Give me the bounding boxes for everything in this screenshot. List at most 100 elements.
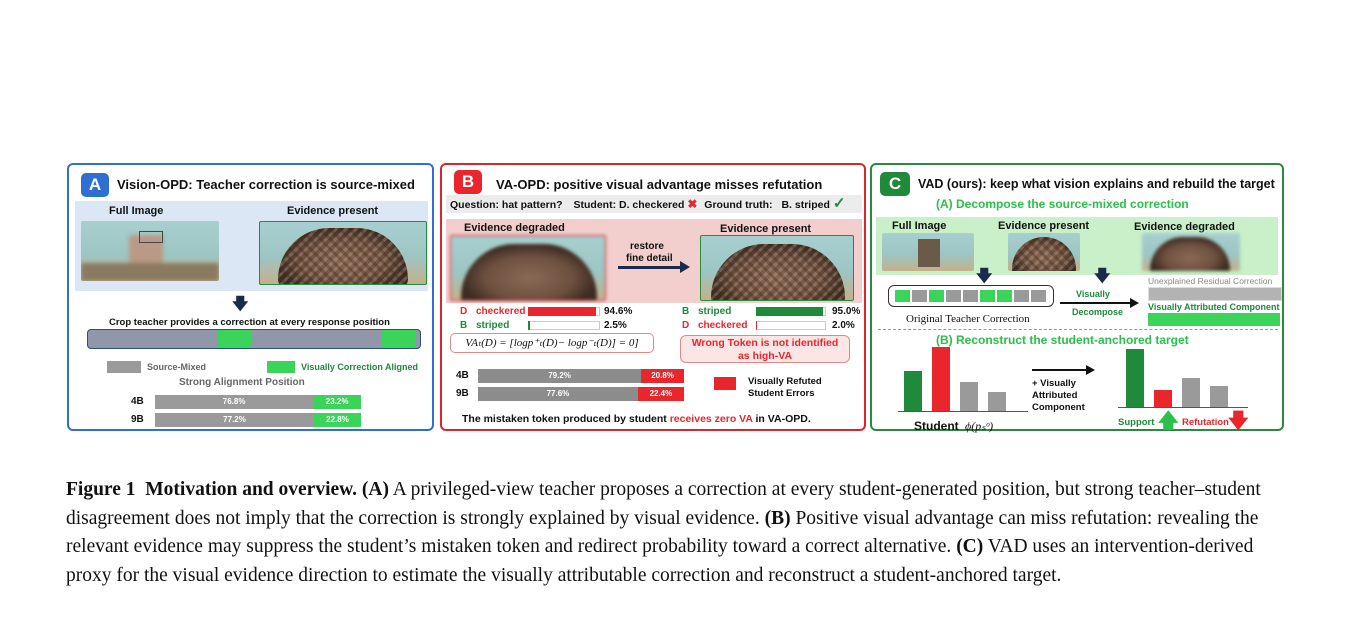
evidence-degraded-photo-c: [1142, 233, 1240, 271]
panel-b-badge: B: [454, 170, 482, 194]
panel-c-title: VAD (ours): keep what vision explains an…: [918, 177, 1275, 191]
row-label: 4B: [131, 396, 144, 407]
evidence-present-label-c: Evidence present: [998, 220, 1090, 232]
wrong-token-line1: Wrong Token is not identified: [691, 337, 839, 349]
bar-value: 2.0%: [832, 320, 855, 331]
refuted-legend-line1: Visually Refuted: [748, 376, 822, 387]
row-bar-red: 22.4%: [637, 387, 684, 401]
present-photo: [700, 235, 854, 301]
bar-value: 95.0%: [832, 306, 861, 317]
legend-aligned-swatch: [267, 361, 295, 373]
teacher-cell: [946, 290, 961, 302]
va-formula-text: VAₜ(D) = [logp⁺ₜ(D)− logp⁻ₜ(D)] = 0]: [465, 337, 639, 349]
bar-word: checkered: [476, 306, 526, 317]
question-row: Question: hat pattern? Student: D. check…: [446, 195, 862, 213]
row-bar-gray: 77.2%: [155, 413, 315, 427]
target-chart-bar: [1182, 378, 1200, 407]
full-image-label: Full Image: [109, 205, 164, 217]
figure-caption: Figure 1 Motivation and overview. (A) A …: [66, 476, 1296, 590]
bar-letter: B: [682, 306, 690, 317]
support-arrow-icon: 🡅: [1158, 410, 1179, 432]
bar-value: 94.6%: [604, 306, 633, 317]
caption-b-text: Positive visual advantage can miss refut…: [66, 507, 1259, 558]
degraded-photo: [450, 235, 606, 301]
va-formula: VAₜ(D) = [logp⁺ₜ(D)− logp⁻ₜ(D)] = 0]: [450, 333, 654, 353]
row-bar-green: 22.8%: [314, 413, 361, 427]
student-chart-bar: [960, 382, 978, 411]
down-arrow-icon-c2: 🡇: [1094, 268, 1111, 285]
panel-c-badge: C: [880, 172, 910, 196]
legend-source-mixed-label: Source-Mixed: [147, 362, 207, 372]
fine-detail-label: fine detail: [626, 253, 673, 264]
row-bar-gray: 77.6%: [478, 387, 638, 401]
evidence-degraded-label-c: Evidence degraded: [1134, 221, 1235, 233]
teacher-cell: [980, 290, 995, 302]
crop-teacher-text: Crop teacher provides a correction at ev…: [109, 317, 390, 328]
unexplained-bar: [1148, 287, 1282, 301]
teacher-cell: [963, 290, 978, 302]
caption-fig: Figure 1: [66, 479, 136, 500]
teacher-cell: [912, 290, 927, 302]
response-position-bar: [87, 329, 421, 349]
sub-b-heading: (B) Reconstruct the student-anchored tar…: [936, 333, 1189, 347]
bar-value: 2.5%: [604, 320, 627, 331]
bar-track: [528, 321, 600, 330]
panel-a-title: Vision-OPD: Teacher correction is source…: [117, 177, 415, 192]
evidence-present-label: Evidence present: [287, 205, 379, 217]
bar-fill: [756, 321, 758, 330]
bar-word: checkered: [698, 320, 748, 331]
footer-post: in VA-OPD.: [752, 413, 811, 425]
bar-letter: B: [460, 320, 468, 331]
student-formula: ϕ(pₛᵒ): [965, 419, 994, 433]
wrong-token-box: Wrong Token is not identified as high-VA: [680, 335, 850, 363]
bar-word: striped: [698, 306, 732, 317]
bar-track: [756, 321, 826, 330]
check-icon: ✓: [832, 195, 846, 212]
bar-word: striped: [476, 320, 510, 331]
row-label: 9B: [456, 388, 469, 399]
teacher-cell: [1014, 290, 1029, 302]
footer-pre: The mistaken token produced by student: [462, 413, 670, 425]
evidence-present-photo: [259, 221, 427, 285]
restore-arrowhead-icon: [680, 261, 690, 273]
teacher-cell: [895, 290, 910, 302]
footer-red: receives zero VA: [669, 413, 753, 425]
question-text: Question: hat pattern?: [450, 199, 563, 211]
panel-c: C VAD (ours): keep what vision explains …: [870, 163, 1284, 434]
bar-letter: D: [682, 320, 690, 331]
unexplained-label: Unexplained Residual Correction: [1148, 276, 1273, 286]
student-chart-bar: [904, 371, 922, 411]
strong-alignment-label: Strong Alignment Position: [179, 377, 305, 388]
plus-line1: + Visually: [1032, 378, 1076, 389]
decompose-label: Decompose: [1072, 307, 1124, 317]
refuted-legend-swatch: [714, 377, 736, 390]
student-chart-bar: [988, 391, 1006, 411]
caption-heading: Motivation and overview.: [145, 479, 358, 500]
evidence-degraded-label: Evidence degraded: [464, 222, 565, 234]
row-bar-green: 23.2%: [313, 395, 361, 409]
full-image-photo: [81, 221, 219, 281]
refuted-legend-line2: Student Errors: [748, 388, 815, 399]
target-chart-bar: [1126, 349, 1144, 407]
row-bar-red: 20.8%: [641, 369, 684, 383]
support-label: Support: [1118, 417, 1155, 428]
sub-a-heading: (A) Decompose the source-mixed correctio…: [936, 197, 1189, 211]
evidence-present-label-b: Evidence present: [720, 223, 812, 235]
panel-b-footer: The mistaken token produced by student r…: [462, 413, 811, 425]
refutation-arrow-icon: 🡇: [1228, 410, 1249, 432]
panel-a: A Vision-OPD: Teacher correction is sour…: [67, 163, 434, 431]
full-image-label-c: Full Image: [892, 220, 947, 232]
decompose-arrow-icon: [1060, 302, 1132, 304]
panel-b-title: VA-OPD: positive visual advantage misses…: [496, 177, 823, 192]
legend-aligned-label: Visually Correction Aligned: [301, 362, 419, 372]
reconstruct-arrowhead-icon: [1086, 365, 1095, 375]
teacher-cell: [997, 290, 1012, 302]
restore-arrow-icon: [618, 266, 682, 269]
full-image-photo-c: [882, 233, 974, 271]
target-chart-bar: [1210, 385, 1228, 407]
student-answer: Student: D. checkered: [573, 199, 685, 211]
student-label: Student ϕ(pₛᵒ): [914, 419, 993, 434]
ground-truth-answer: B. striped: [781, 199, 830, 211]
plus-line3: Component: [1032, 402, 1085, 413]
refutation-label: Refutation: [1182, 417, 1229, 428]
